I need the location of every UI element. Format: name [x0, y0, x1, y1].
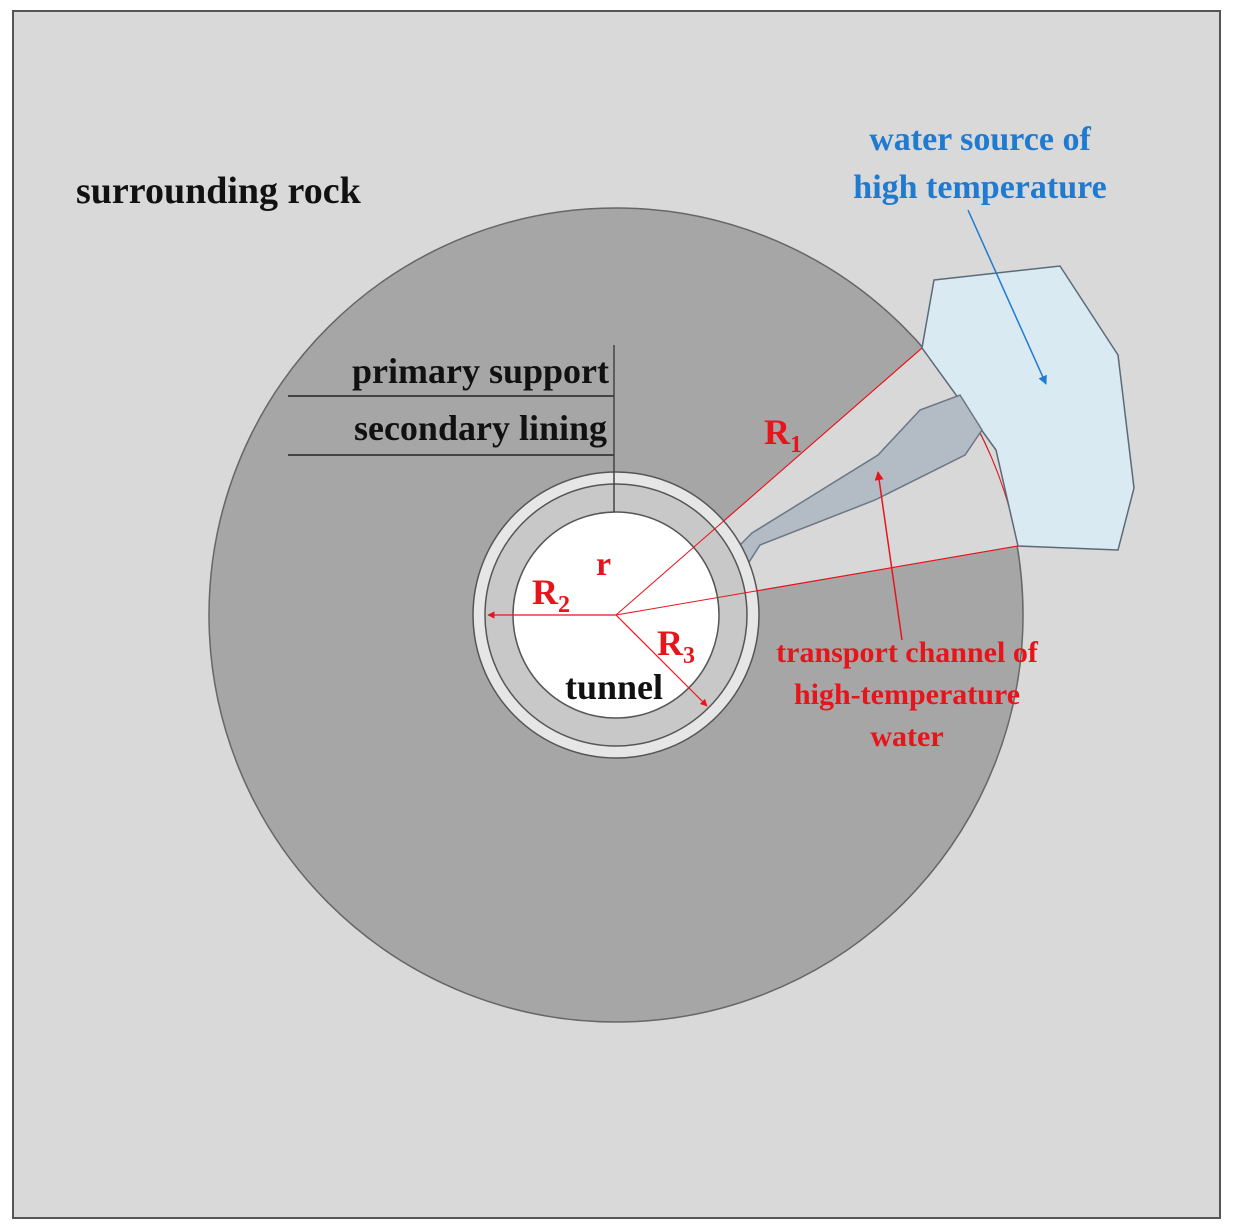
channel-label-line2: high-temperature [794, 678, 1020, 711]
surrounding-rock-label: surrounding rock [76, 170, 362, 212]
secondary-lining-label: secondary lining [354, 408, 607, 448]
channel-pointer-arrow [874, 471, 903, 641]
r2-label: R2 [532, 572, 570, 618]
water-source-label-line2: high temperature [853, 169, 1106, 206]
radius-line-lower [615, 545, 1019, 616]
channel-label-line1: transport channel of [776, 636, 1039, 669]
water-source-label-line1: water source of [869, 121, 1091, 158]
water-source-pointer-arrow [967, 209, 1047, 385]
r1-label: R1 [764, 412, 802, 458]
radius-line-r1 [615, 347, 923, 616]
channel-label-line3: water [870, 720, 943, 753]
transport-channel [739, 394, 983, 573]
r-label: r [596, 546, 611, 583]
primary-support-label: primary support [352, 351, 609, 391]
r3-arrow [615, 614, 708, 707]
water-source-region [921, 265, 1135, 551]
tunnel-label: tunnel [565, 667, 663, 707]
r3-label: R3 [657, 623, 695, 669]
